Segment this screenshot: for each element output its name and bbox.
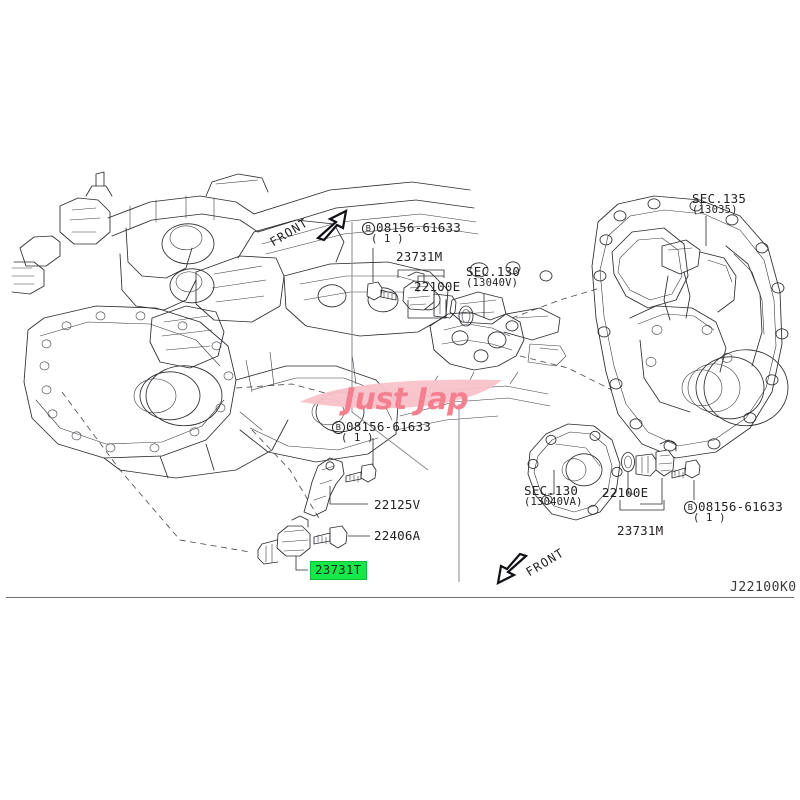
callout-top-bolt-code: 08156-61633 [376,220,461,235]
callout-lower-bolt: 22406A [374,528,421,543]
top-center-sensor-detail [366,248,525,371]
b-marker-icon: B [362,222,375,235]
callout-top-section-code: SEC.130 [466,264,521,279]
diagram-id-label: J22100K0 [730,580,797,595]
timing-cover-illustration [591,195,789,459]
callout-right-section-code: SEC.135 [692,191,747,206]
lower-cam-cover-illustration [527,423,701,521]
callout-right-lower-section: SEC.130(13040VA) [524,484,583,508]
callout-right-section: SEC.135(13035) [692,192,746,216]
bottom-sensor-detail [257,515,370,571]
callout-right-oring: 22100E [602,485,649,500]
b-marker-icon: B [684,501,697,514]
front-arrow-bottom-right [496,552,529,585]
callout-top-sensor-assembly: 23731M [396,249,443,264]
mid-center-bracket-detail [303,438,377,517]
engine-block-illustration [11,171,567,479]
callout-right-lower-section-sub: (13040VA) [524,495,583,508]
callout-top-section-sub: (13040V) [466,276,519,289]
callout-right-sensor-assembly: 23731M [617,523,664,538]
b-marker-icon: B [332,421,345,434]
panel-dividers [351,222,460,582]
callout-bracket: 22125V [374,497,421,512]
callout-top-oring: 22100E [414,279,461,294]
callout-mid-bolt-qty: ( 1 ) [341,432,374,444]
callout-right-bolt-code: 08156-61633 [698,499,783,514]
callout-right-bolt-qty: ( 1 ) [693,512,726,524]
front-arrow-top-left [315,209,348,242]
callout-highlighted-part: 23731T [310,561,368,580]
callout-top-section: SEC.130(13040V) [466,265,520,289]
callout-right-section-sub: (13035) [692,203,738,216]
footer-divider [6,597,794,598]
callout-top-bolt-qty: ( 1 ) [371,233,404,245]
callout-mid-bolt-code: 08156-61633 [346,419,431,434]
callout-right-lower-section-code: SEC.130 [524,483,579,498]
